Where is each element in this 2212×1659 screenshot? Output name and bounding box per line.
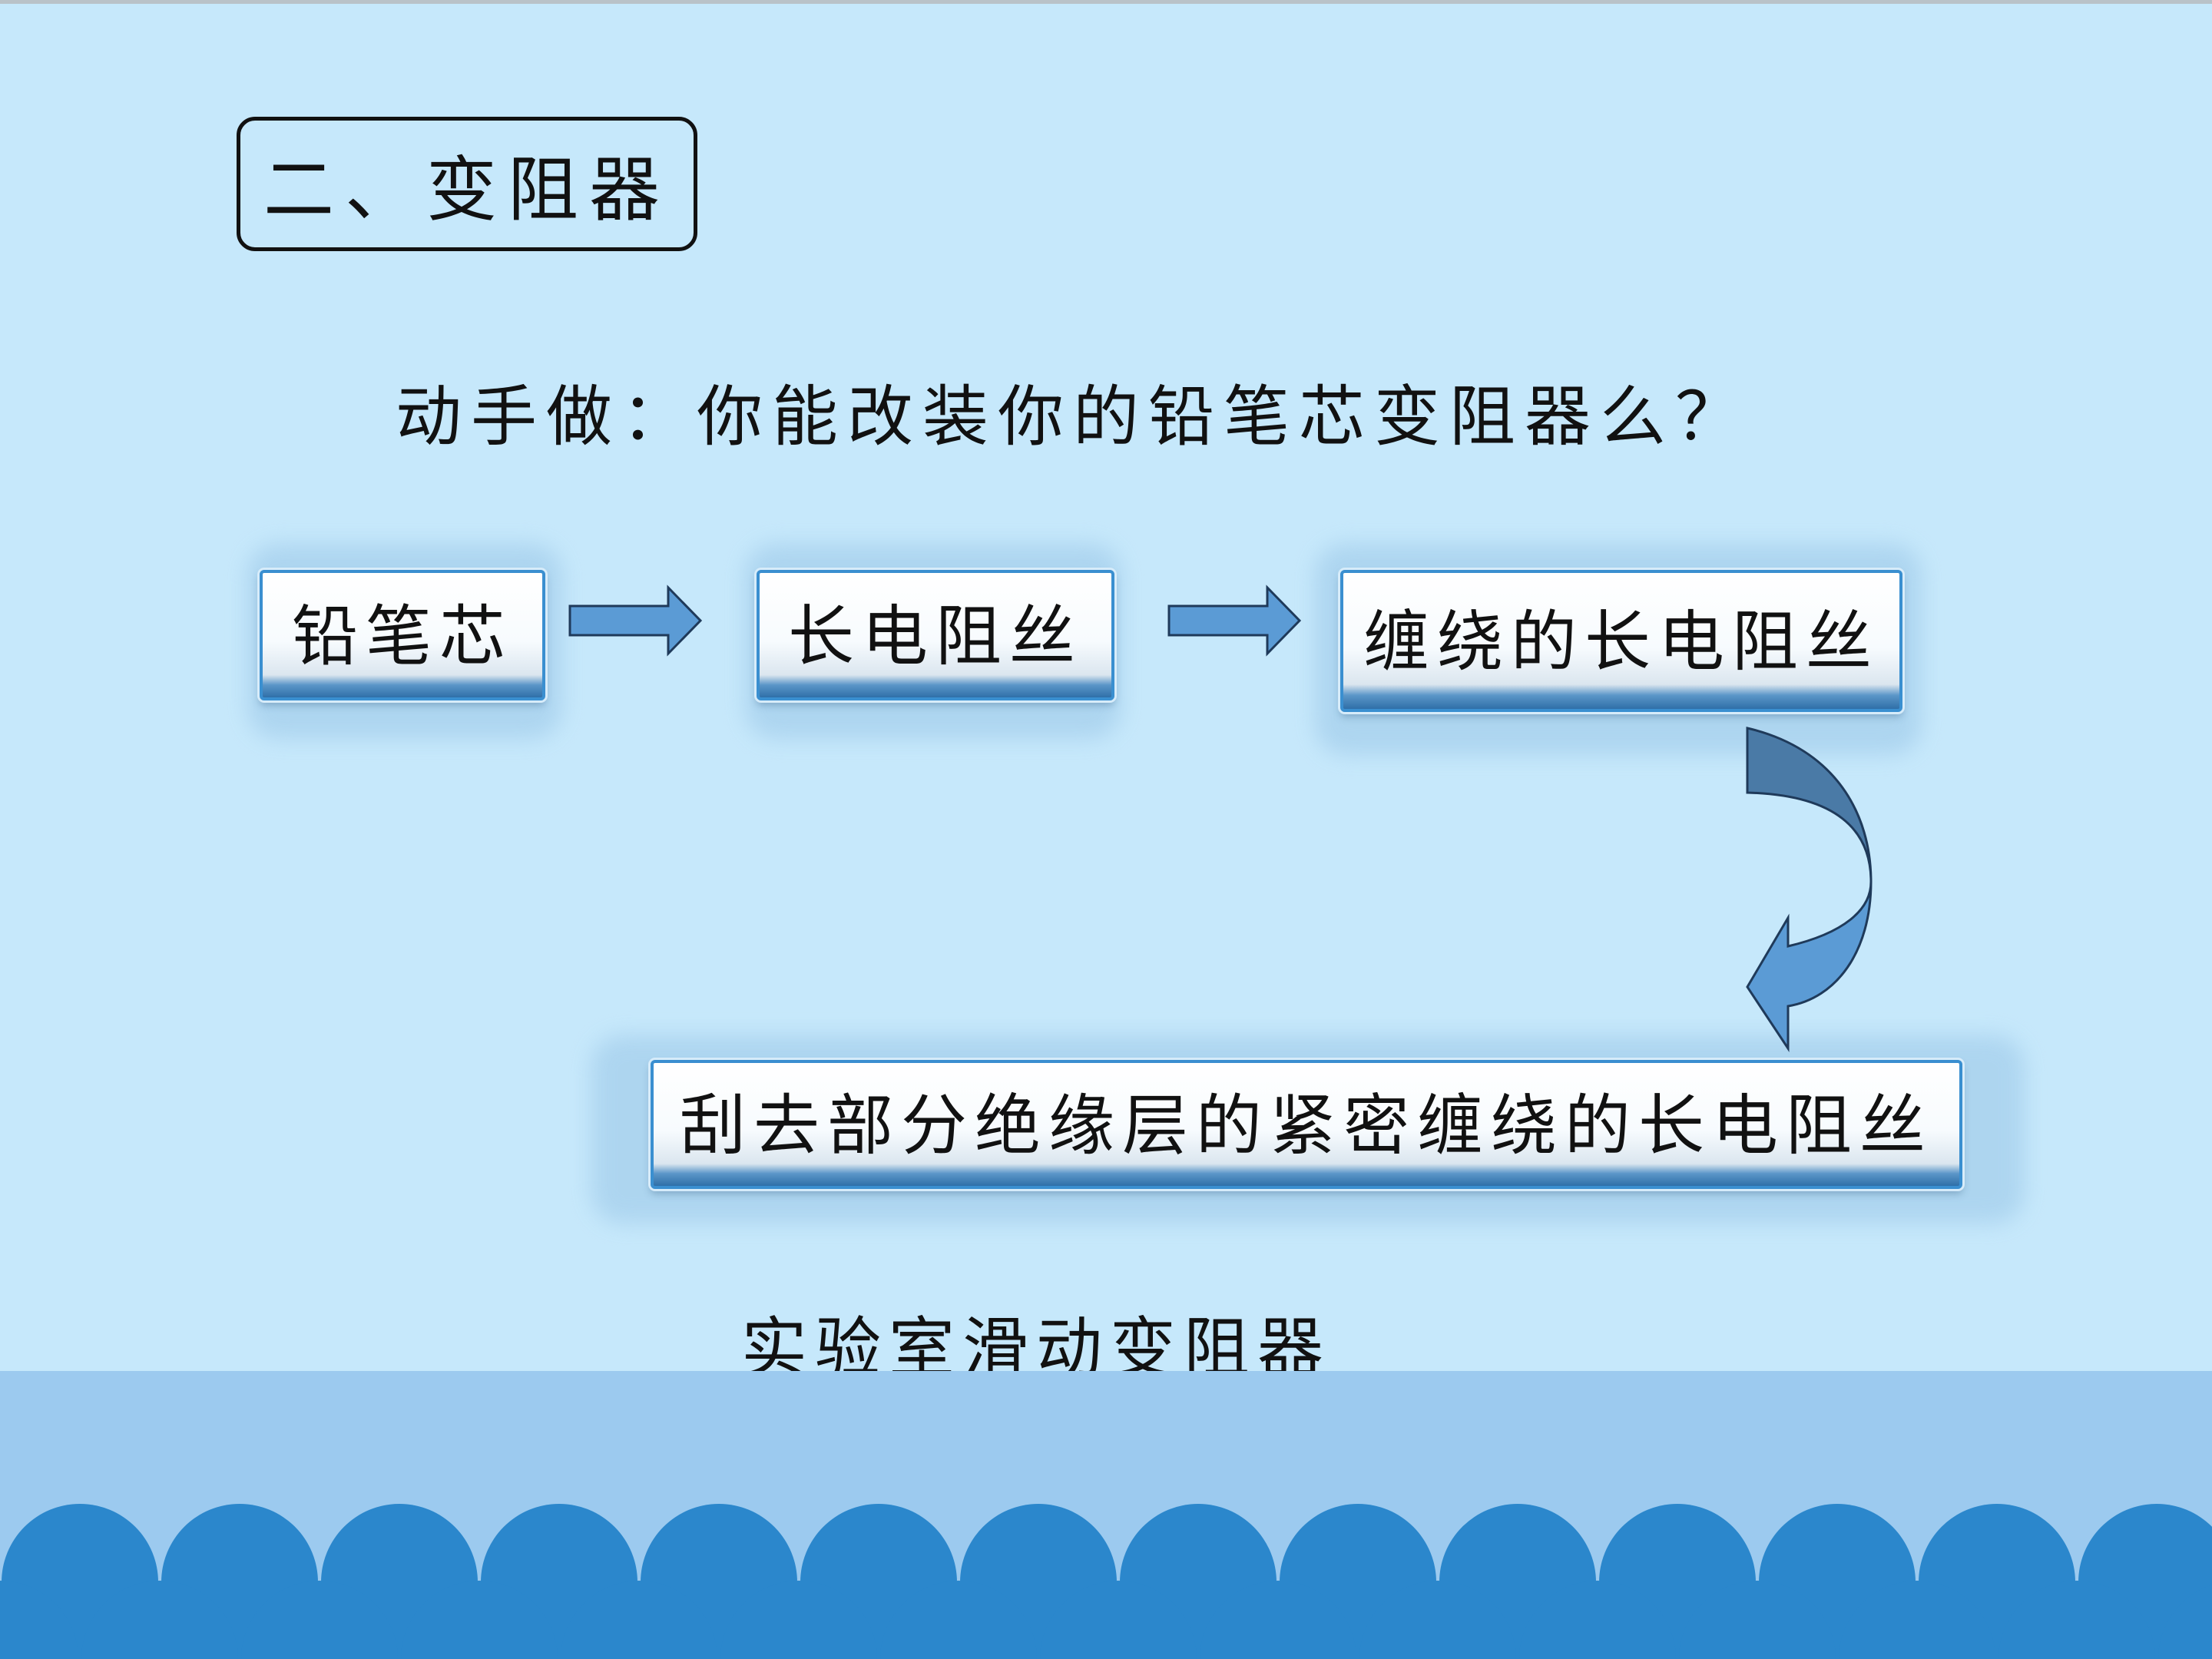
flow-step-coiled-wire: 缠绕的长电阻丝 (1340, 570, 1902, 712)
wave-scallop (880, 1581, 1037, 1659)
wave-scallop (1998, 1581, 2155, 1659)
top-border-line (0, 0, 2212, 4)
wave-scallop (1519, 1581, 1676, 1659)
wave-scallop (561, 1581, 717, 1659)
arrow-right-icon (1167, 584, 1302, 657)
wave-scallop (0, 1581, 78, 1659)
curved-arrow-icon (1746, 727, 1873, 882)
wave-scallop (1359, 1581, 1516, 1659)
section-title: 二、变阻器 (237, 117, 697, 251)
wave-scallop (1200, 1581, 1356, 1659)
wave-scallop (2158, 1584, 2212, 1659)
wave-scallop (720, 1581, 877, 1659)
wave-scallop (1679, 1581, 1836, 1659)
flow-step-pencil-lead: 铅笔芯 (260, 570, 545, 700)
arrow-right-icon (568, 584, 703, 657)
flow-step-stripped-coiled-wire: 刮去部分绝缘层的紧密缠绕的长电阻丝 (651, 1060, 1962, 1189)
wave-scallop (81, 1581, 238, 1659)
wave-scallop (401, 1581, 558, 1659)
wave-scallop (1839, 1581, 1995, 1659)
wave-scallop (1040, 1581, 1197, 1659)
question-text: 动手做：你能改装你的铅笔芯变阻器么？ (396, 379, 1750, 455)
curved-arrow-icon (1746, 881, 1873, 1052)
flow-step-long-wire: 长电阻丝 (757, 570, 1114, 700)
wave-scallop (241, 1581, 398, 1659)
wave-pattern (0, 1504, 2212, 1659)
